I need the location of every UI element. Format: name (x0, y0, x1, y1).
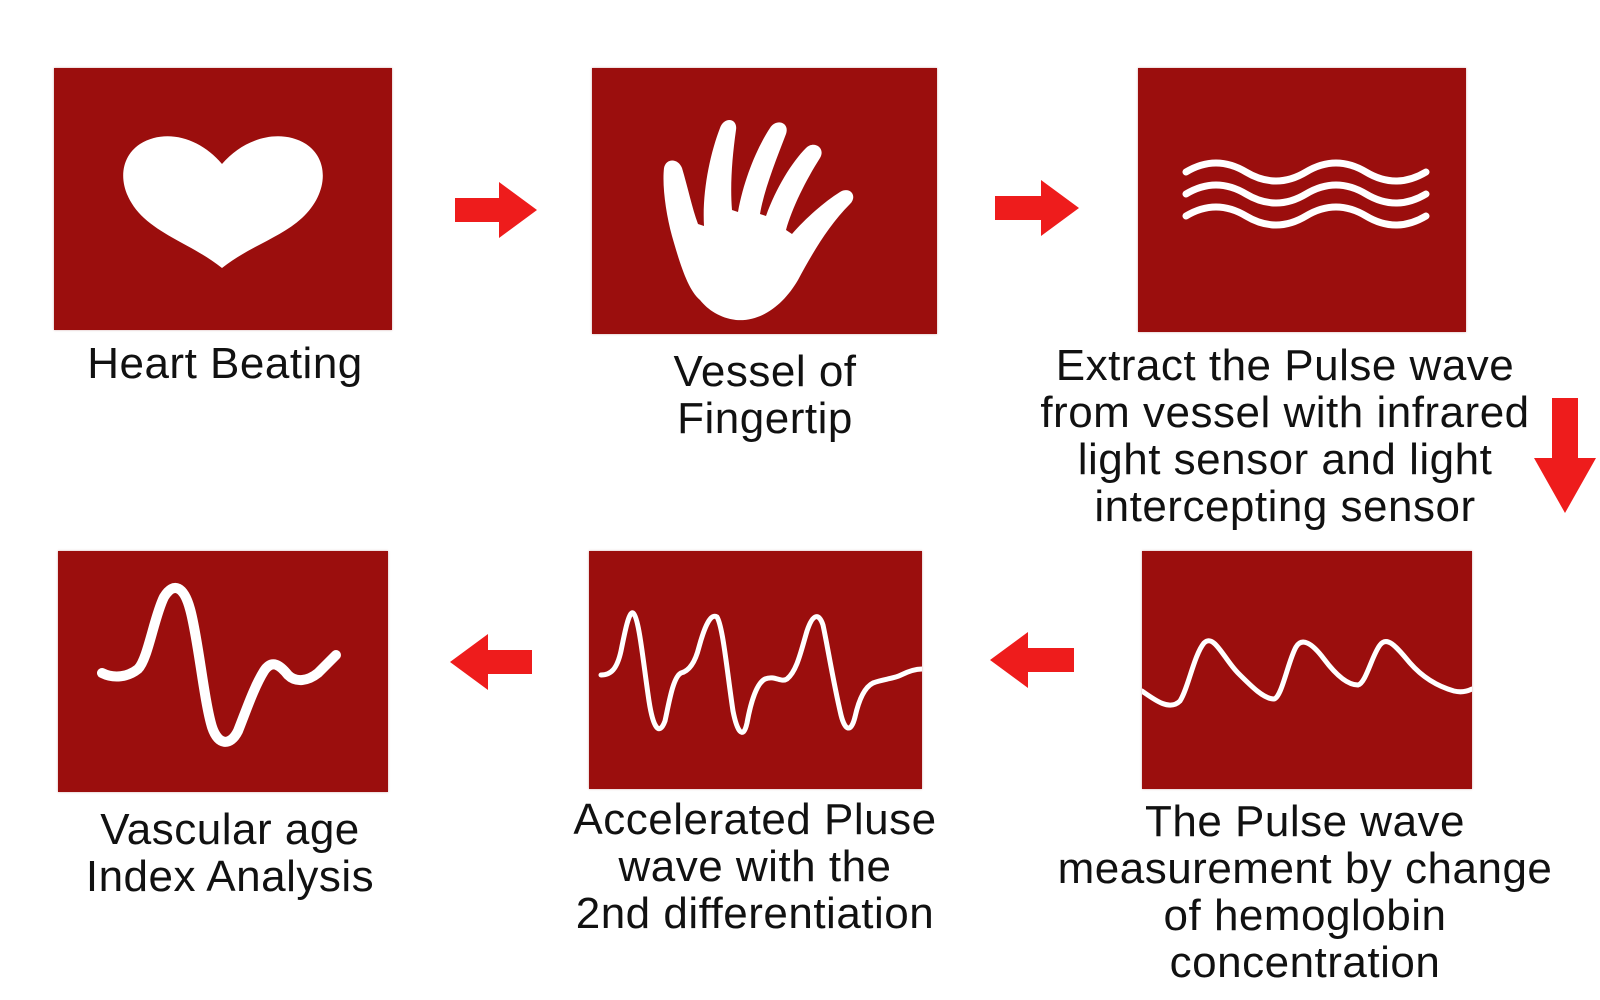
accelerated-wave-icon (598, 610, 922, 735)
step-label-extract-pulse-wave: Extract the Pulse wave from vessel with … (1040, 341, 1530, 531)
pulse-wave-icon (1142, 638, 1472, 708)
step-panel-pulse-wave-measurement (1142, 551, 1472, 789)
step-panel-extract-pulse-wave (1138, 68, 1466, 332)
step-label-accelerated-pulse-wave: Accelerated Pluse wave with the 2nd diff… (573, 795, 937, 938)
step-panel-heart-beating (54, 68, 392, 330)
step-label-pulse-wave-measurement: The Pulse wave measurement by change of … (1057, 797, 1553, 987)
arrow-right-icon (995, 180, 1079, 236)
vascular-wave-icon (97, 583, 341, 747)
arrow-down-icon (1534, 398, 1596, 513)
step-panel-vessel-of-fingertip (592, 68, 937, 334)
step-label-vascular-age-index: Vascular age Index Analysis (85, 805, 375, 901)
step-panel-accelerated-pulse-wave (589, 551, 922, 789)
heart-icon (123, 136, 323, 268)
step-panel-vascular-age-index (58, 551, 388, 792)
arrow-left-icon (990, 632, 1074, 688)
arrow-left-icon (450, 634, 532, 690)
wavy-lines-icon (1182, 159, 1430, 229)
hand-icon (663, 119, 854, 321)
step-label-heart-beating: Heart Beating (87, 339, 363, 388)
step-label-vessel-of-fingertip: Vessel of Fingertip (673, 347, 857, 443)
arrow-right-icon (455, 182, 537, 238)
